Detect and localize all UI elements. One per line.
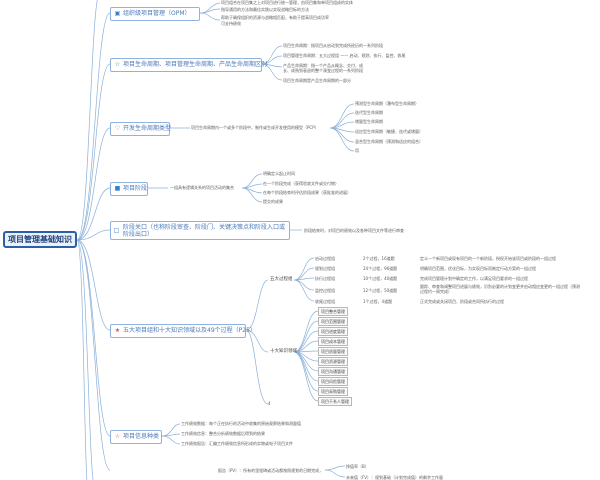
gate-desc: 阶段结束时，对项目的绩效以及各种项目文件等进行审查	[304, 228, 404, 233]
dev-type: 混合型生命周期（预测和适应的组合）	[355, 139, 423, 144]
dev-connectors	[169, 103, 355, 152]
group-count: 12个过程，50道题	[363, 288, 398, 293]
knowledge-area: 项目质量管理	[318, 347, 348, 356]
knowledge-area: 项目沟通管理	[318, 367, 348, 376]
blue-square-icon: ■	[114, 185, 121, 192]
branch-phase-gate[interactable]: □阶段关口（也称阶段审查、阶段门、关键决策点和阶段入口或阶段出口）	[110, 221, 290, 240]
phase-item: 明确定义起止时间	[263, 171, 295, 176]
process-connectors	[245, 257, 319, 405]
dev-type: 预测型生命周期（瀑布型生命周期）	[355, 101, 419, 106]
group-name: 启动过程组	[315, 256, 335, 261]
branch-gate-label: 阶段关口（也称阶段审查、阶段门、关键决策点和阶段入口或阶段出口）	[123, 224, 286, 238]
knowledge-area: 项目资源管理	[318, 357, 348, 366]
dev-type: 增量型生命周期	[355, 119, 383, 124]
bottom-item: 未来值（FV）：规划基础（计划完成值）的剩余工作量	[346, 475, 444, 480]
branch-info-label: 项目信息种类	[123, 433, 160, 440]
group-desc: 完成项目管理计划中确定的工作，以满足项目要求的一组过程	[420, 276, 528, 281]
opm-note: 指导通用的方法和最佳实践以实现战略目标的方法	[221, 7, 309, 12]
knowledge-areas-title: 十大知识领域	[270, 349, 297, 354]
opm-connectors	[199, 2, 221, 21]
phase-item: 提交的成果	[263, 199, 283, 204]
lifecycle-note: 项目生命周期是产品生命周期的一部分	[283, 78, 351, 83]
dev-type: 迭代型生命周期	[355, 110, 383, 115]
square-icon: ▣	[114, 10, 121, 17]
dev-type: 适应型生命周期（敏捷、迭代或增量）	[355, 129, 423, 134]
phase-desc: 一组具有逻辑关系的项目活动的集合	[170, 185, 234, 190]
lifecycle-note: 项目生命周期：指项目从启动到完成所经历的一系列阶段	[283, 43, 383, 48]
phase-item: 在每个阶段结束时评估阶段成果（获批准的进展）	[263, 190, 351, 195]
knowledge-area: 项目整合管理	[318, 307, 348, 316]
branch-opm[interactable]: ▣组织级项目管理（OPM）	[110, 7, 200, 21]
group-desc: 定义一个新项目或现有项目的一个新阶段，授权开始该项目或阶段的一组过程	[420, 256, 556, 261]
square-outline-icon: □	[113, 227, 120, 234]
info-note: 工作绩效数据：每个正在执行的活动中收集的原始观察结果和测量值	[181, 421, 301, 426]
lifecycle-note: 项目管理生命周期：五大过程组 —— 启动、规划、执行、监控、收尾	[283, 53, 406, 58]
dev-extra: 用	[355, 148, 359, 153]
group-desc: 明确项目范围，优化目标，为实现目标而制定行动方案的一组过程	[420, 266, 536, 271]
opm-note: 帮助于确保组织的资源与战略相匹配，有助于提高项目成功率	[221, 15, 329, 20]
knowledge-area: 项目范围管理	[318, 317, 348, 326]
group-desc: 跟踪、审查和调整项目进展与绩效，识别必要的计划变更并启动相应变更的一组过程（预测…	[420, 284, 580, 294]
lifecycle-note: 产品生命周期：指一个产品从概念、交付、成长、成熟到衰退的整个演变过程的一系列阶段	[283, 63, 363, 73]
info-connectors	[161, 423, 181, 445]
branch-lifecycle-label: 项目生命周期、项目管理生命周期、产品生命周期区别	[123, 61, 268, 68]
group-name: 监控过程组	[315, 288, 335, 293]
group-count: 10个过程，40道题	[363, 276, 398, 281]
root-connectors	[76, 0, 111, 480]
branch-lifecycle[interactable]: ☆项目生命周期、项目管理生命周期、产品生命周期区别	[110, 58, 267, 72]
bottom-note: 报告（PV）：所有的里程碑或活动都按照规划的日期完成，	[218, 468, 324, 473]
opm-note: 项目组合在项目集之上对项目进行统一管理，由项目集和单项目组成的实体	[221, 0, 353, 5]
bottom-connectors	[324, 465, 346, 478]
red-star-outline-icon: ☆	[114, 433, 121, 440]
group-name: 收尾过程组	[315, 299, 335, 304]
process-groups-title: 五大过程组	[270, 277, 293, 282]
group-count: 2个过程，16道题	[363, 256, 395, 261]
branch-project-info[interactable]: ☆项目信息种类	[110, 430, 162, 444]
group-name: 执行过程组	[315, 276, 335, 281]
branch-phase[interactable]: ■项目阶段	[110, 182, 148, 196]
knowledge-area: 项目采购管理	[318, 387, 348, 396]
knowledge-area: 项目成本管理	[318, 337, 348, 346]
info-note: 工作绩效信息：整合分析绩效数据后得到的结果	[181, 431, 265, 436]
branch-dev-lifecycle[interactable]: ♡开发生命周期类型	[110, 122, 172, 136]
opm-note: 可支持绩效	[221, 21, 241, 26]
branch-phase-label: 项目阶段	[123, 185, 148, 192]
process-extra: 4	[268, 401, 271, 406]
star-outline-icon: ☆	[114, 61, 121, 68]
branch-process-label: 五大项目组和十大知识领域以及49个过程（P25）	[123, 327, 256, 334]
red-star-icon: ★	[114, 327, 121, 334]
group-desc: 正式完成或关闭项目、阶段或合同所执行的过程	[420, 299, 504, 304]
phase-item: 在一个阶段完成（获得验收文件或交付物）	[263, 181, 339, 186]
knowledge-area: 项目风险管理	[318, 377, 348, 386]
phase-connectors	[148, 173, 263, 203]
group-count: 1个过程，4道题	[363, 299, 393, 304]
knowledge-area: 项目进度管理	[318, 327, 348, 336]
group-name: 规划过程组	[315, 266, 335, 271]
root-topic[interactable]: 项目管理基础知识	[3, 231, 77, 248]
info-note: 工作绩效报告：汇编工作绩效信息所形成的实物或电子项目文件	[181, 441, 293, 446]
dev-desc: 项目生命周期内一个或多个阶段中，制作或生成开发使用的模型（PCP）	[191, 125, 319, 130]
bottom-item: 挣值率（B）	[346, 464, 369, 469]
branch-opm-label: 组织级项目管理（OPM）	[123, 10, 191, 17]
group-count: 24个过程，96道题	[363, 266, 398, 271]
knowledge-area: 项目干系人管理	[318, 397, 352, 406]
heart-icon: ♡	[114, 125, 121, 132]
branch-dev-label: 开发生命周期类型	[123, 125, 172, 132]
lifecycle-connectors	[261, 45, 283, 81]
branch-process-groups[interactable]: ★五大项目组和十大知识领域以及49个过程（P25）	[110, 324, 256, 338]
